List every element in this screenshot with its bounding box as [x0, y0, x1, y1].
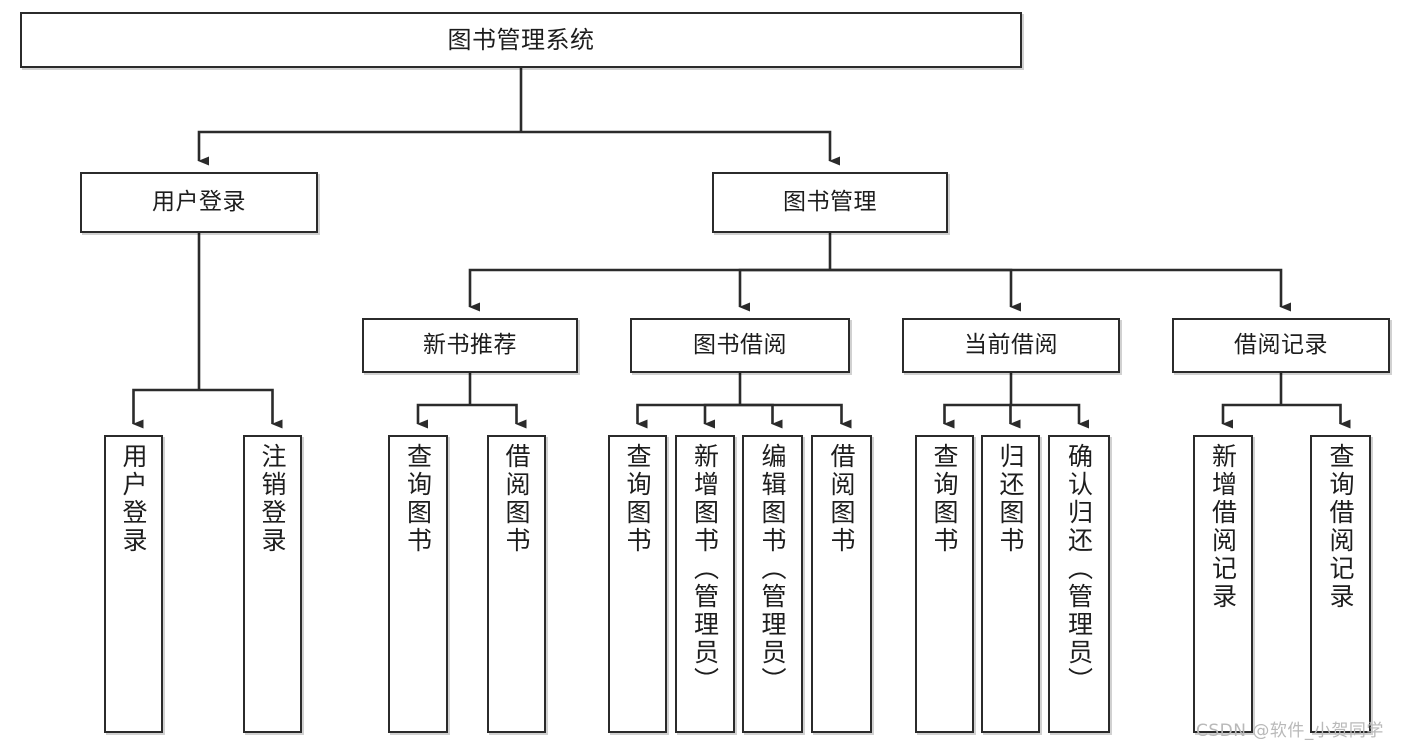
node-borrow-record[interactable]: 借阅记录 — [1172, 318, 1390, 373]
node-label: 用户登录 — [119, 443, 148, 555]
leaf-query-borrow-record[interactable]: 查询借阅记录 — [1310, 435, 1371, 733]
node-label: 图书借阅 — [693, 331, 787, 358]
leaf-logout[interactable]: 注销登录 — [243, 435, 302, 733]
node-label: 借阅图书 — [827, 443, 856, 555]
node-label: 图书管理 — [783, 188, 877, 215]
leaf-borrow-book[interactable]: 借阅图书 — [811, 435, 872, 733]
leaf-query-book-current[interactable]: 查询图书 — [915, 435, 974, 733]
node-root[interactable]: 图书管理系统 — [20, 12, 1022, 68]
leaf-return-book[interactable]: 归还图书 — [981, 435, 1040, 733]
node-label: 新增借阅记录 — [1208, 443, 1238, 611]
node-label: 图书管理系统 — [447, 25, 595, 54]
leaf-user-login[interactable]: 用户登录 — [104, 435, 163, 733]
node-book-manage[interactable]: 图书管理 — [712, 172, 948, 233]
node-label: 新增图书（管理员） — [690, 443, 720, 695]
node-label: 查询图书 — [930, 443, 959, 555]
node-label: 当前借阅 — [964, 331, 1058, 358]
node-label: 借阅图书 — [502, 443, 531, 555]
node-label: 用户登录 — [152, 188, 246, 215]
node-label: 注销登录 — [258, 443, 287, 555]
leaf-query-book-borrow[interactable]: 查询图书 — [608, 435, 667, 733]
node-book-borrow[interactable]: 图书借阅 — [630, 318, 850, 373]
node-new-book-recommend[interactable]: 新书推荐 — [362, 318, 578, 373]
node-label: 查询图书 — [403, 443, 433, 555]
node-label: 确认归还（管理员） — [1064, 443, 1094, 695]
node-label: 新书推荐 — [423, 331, 517, 358]
node-label: 编辑图书（管理员） — [758, 443, 787, 695]
leaf-add-borrow-record[interactable]: 新增借阅记录 — [1193, 435, 1253, 733]
leaf-add-book[interactable]: 新增图书（管理员） — [675, 435, 735, 733]
leaf-confirm-return[interactable]: 确认归还（管理员） — [1048, 435, 1110, 733]
leaf-borrow-book-recommend[interactable]: 借阅图书 — [487, 435, 546, 733]
leaf-edit-book[interactable]: 编辑图书（管理员） — [742, 435, 803, 733]
csdn-watermark: CSDN @软件_小贺同学 — [1196, 721, 1384, 741]
node-user-login[interactable]: 用户登录 — [80, 172, 318, 233]
leaf-query-book-recommend[interactable]: 查询图书 — [388, 435, 448, 733]
node-current-borrow[interactable]: 当前借阅 — [902, 318, 1120, 373]
node-label: 查询图书 — [623, 443, 652, 555]
node-label: 借阅记录 — [1234, 331, 1328, 358]
node-label: 查询借阅记录 — [1326, 443, 1355, 611]
node-label: 归还图书 — [996, 443, 1025, 555]
